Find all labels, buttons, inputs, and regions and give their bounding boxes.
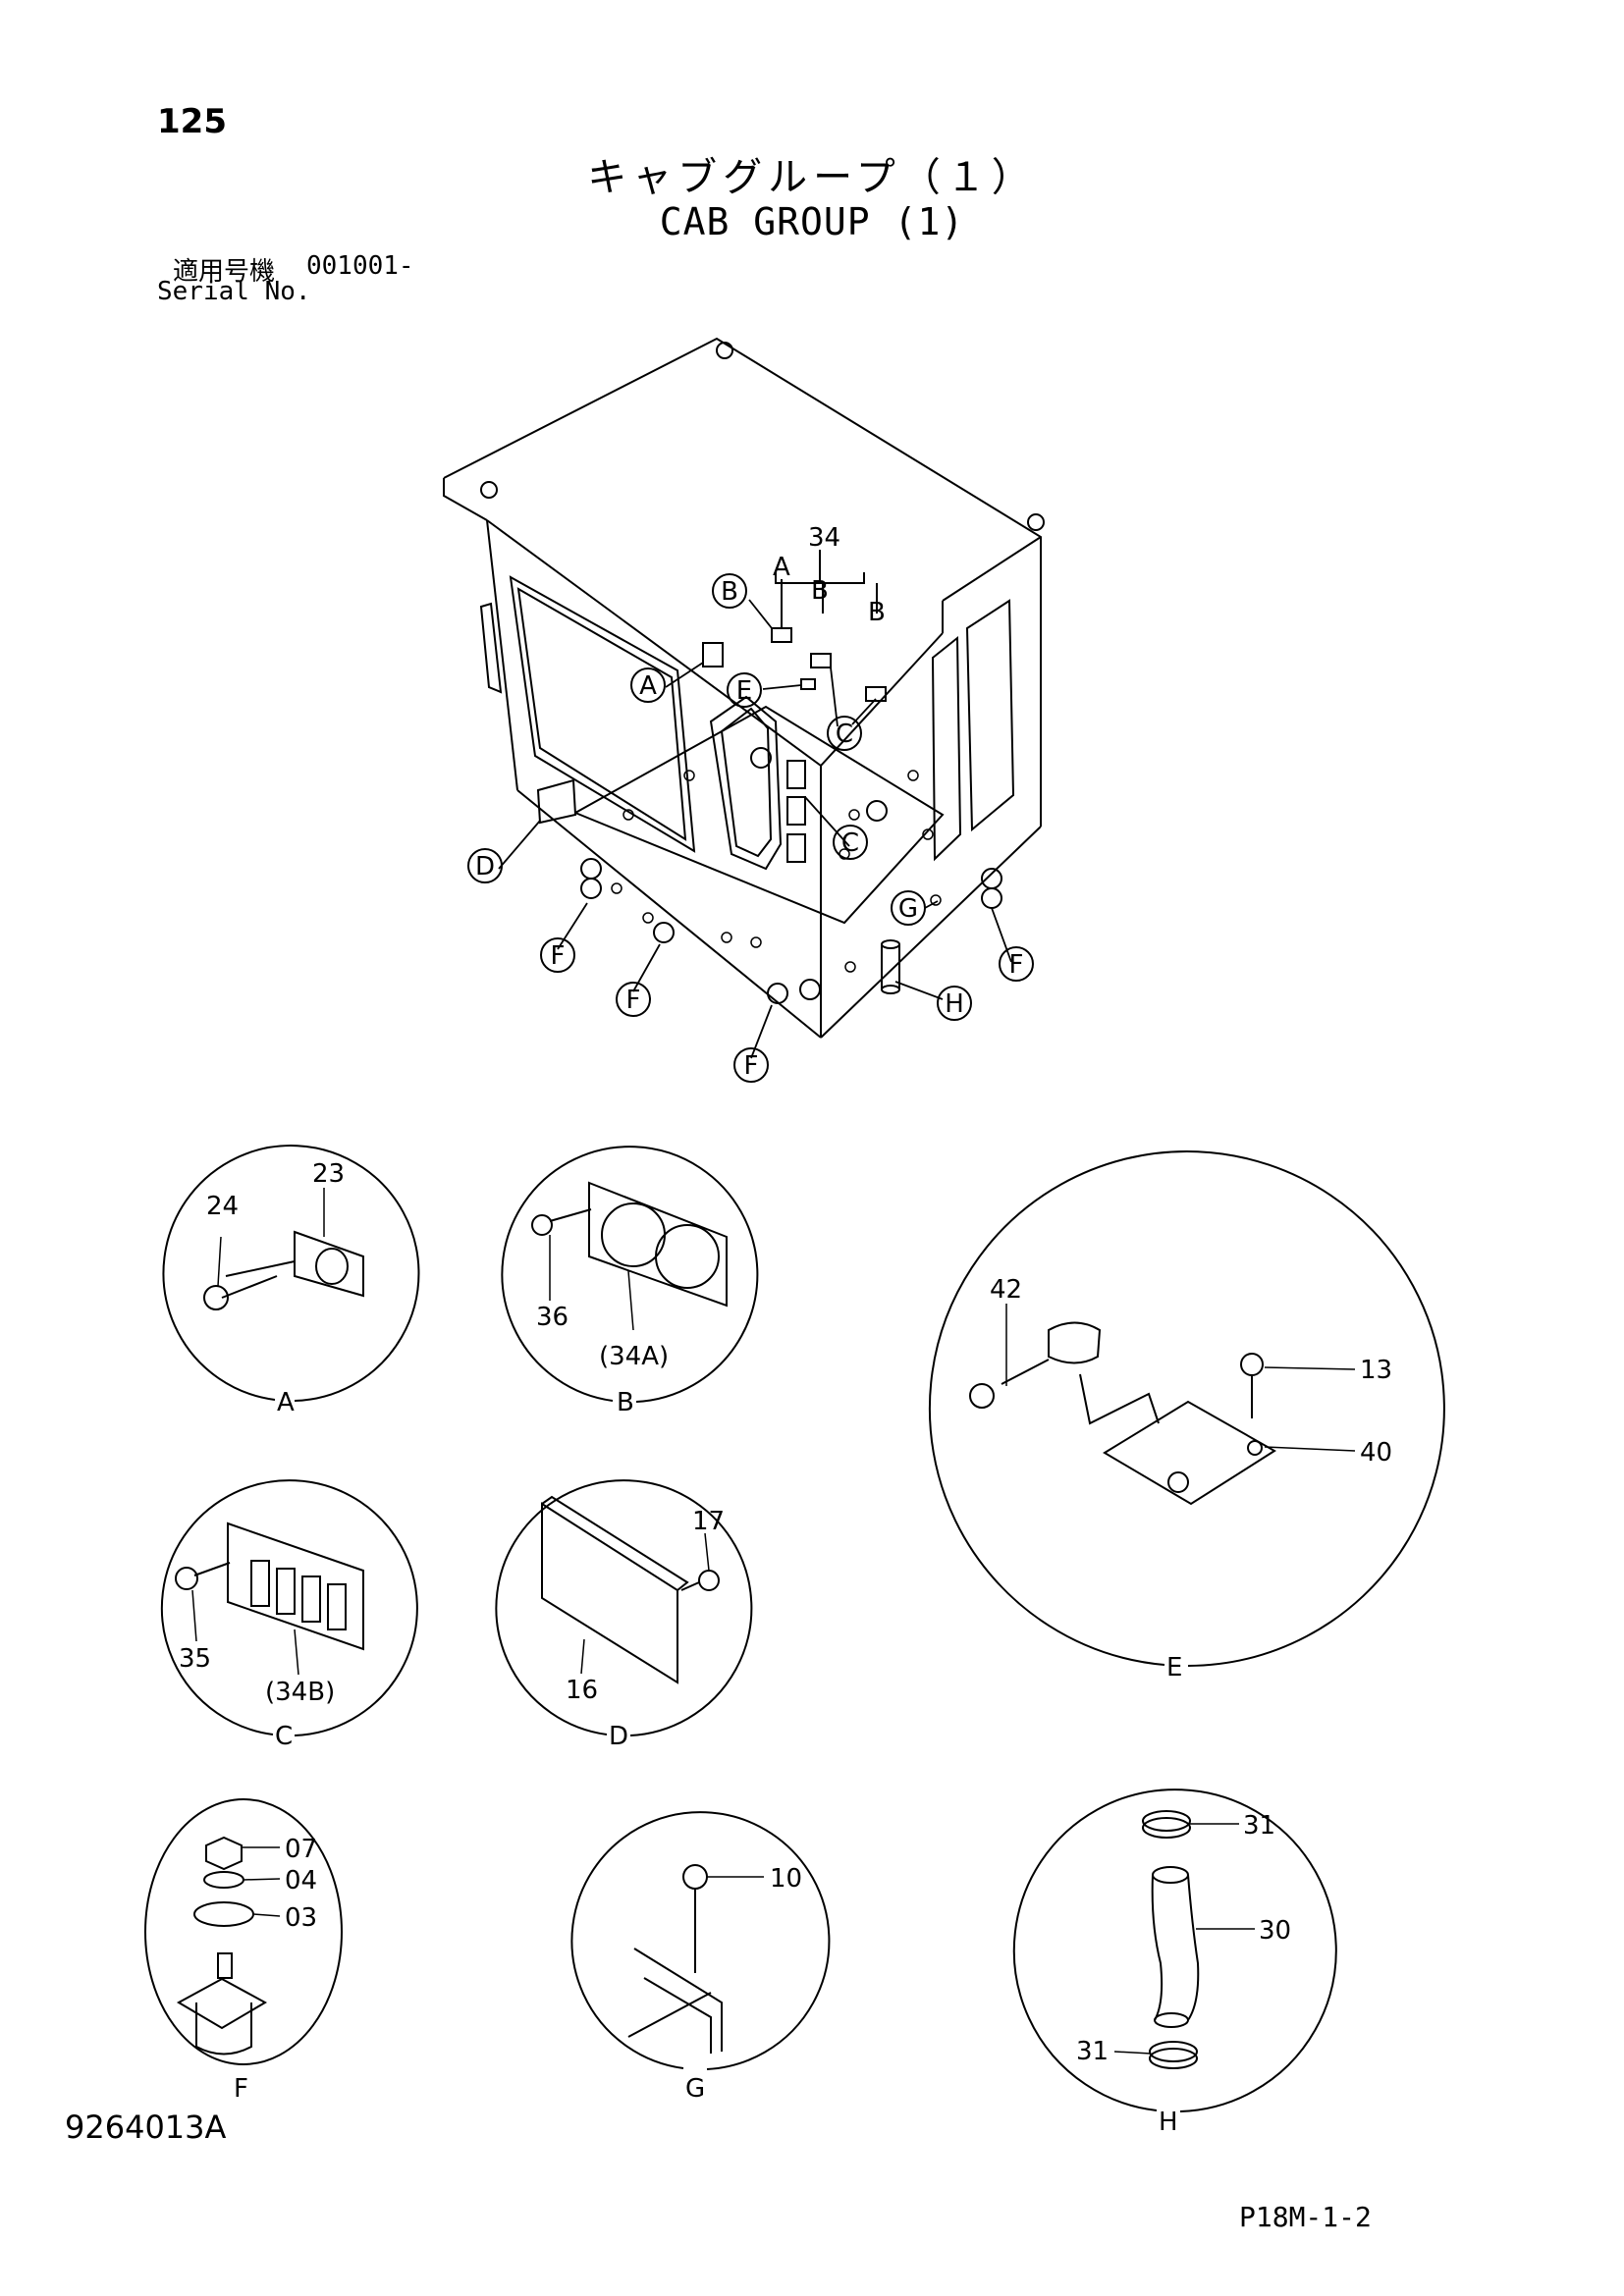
part-36: 36 [536,1303,568,1332]
serial-label-english: Serial No. [157,277,311,306]
detail-view-e: 42 13 40 E [928,1150,1445,1682]
part-30: 30 [1259,1916,1291,1946]
detail-view-a: 23 24 A [162,1145,420,1417]
part-34a: (34A) [599,1342,669,1371]
part-03: 03 [285,1903,317,1933]
part-31-top: 31 [1243,1811,1275,1841]
part-24: 24 [206,1192,239,1221]
callout-circle-f: F [744,1051,759,1081]
part-16: 16 [566,1676,598,1705]
part-23: 23 [312,1159,345,1189]
part-35: 35 [179,1644,211,1674]
part-04: 04 [285,1866,317,1896]
callout-label-b: B [868,598,886,627]
part-17: 17 [692,1507,725,1536]
view-label-d: D [609,1722,628,1751]
callout-circle-h: H [945,989,964,1019]
callout-label-a: A [773,553,790,582]
part-42: 42 [990,1275,1022,1305]
detail-view-c: 35 (34B) C [160,1479,418,1751]
page-code: P18M-1-2 [1239,2201,1372,2233]
detail-view-d: 17 16 D [495,1479,753,1751]
view-label-a: A [277,1388,295,1417]
callout-circle-f: F [551,941,566,971]
callout-circle-d: D [475,852,495,881]
view-label-f: F [234,2074,248,2104]
callout-circle-e: E [736,676,752,706]
document-number: 9264013A [65,2109,227,2146]
part-40: 40 [1360,1438,1392,1468]
view-label-e: E [1166,1653,1182,1682]
serial-label-japanese: 適用号機 [173,257,276,287]
callout-circle-f: F [626,986,641,1015]
view-label-b: B [617,1388,634,1417]
part-13: 13 [1360,1356,1392,1385]
view-label-c: C [275,1722,293,1751]
callout-circle-b: B [721,577,738,607]
view-label-h: H [1159,2108,1178,2137]
view-label-g: G [685,2074,705,2104]
part-34b: (34B) [265,1678,335,1707]
detail-view-f: 07 04 03 F [144,1798,343,2104]
callout-circle-a: A [639,671,657,701]
serial-value: 001001- [306,251,414,281]
detail-view-g: 10 G [570,1811,831,2104]
callout-34: 34 [808,523,840,553]
title-japanese: キャブグループ（１） [587,155,1037,200]
detail-view-h: 31 30 31 H [1012,1789,1337,2137]
cab-overview-drawing [443,337,1045,1039]
callout-circle-c: C [841,828,859,858]
callout-label-b: B [811,576,829,606]
overview-callouts: 34 A B B B A E C D C G F F F F H [467,523,1034,1083]
part-31-bottom: 31 [1076,2037,1109,2066]
page-number: 125 [157,102,227,141]
detail-view-b: 36 (34A) B [501,1146,759,1417]
part-07: 07 [285,1835,317,1864]
callout-circle-f: F [1009,950,1024,980]
callout-circle-c: C [836,720,853,749]
callout-circle-g: G [898,894,918,924]
bracket-34 [775,550,878,628]
part-10: 10 [770,1864,802,1894]
title-english: CAB GROUP (1) [659,200,965,243]
